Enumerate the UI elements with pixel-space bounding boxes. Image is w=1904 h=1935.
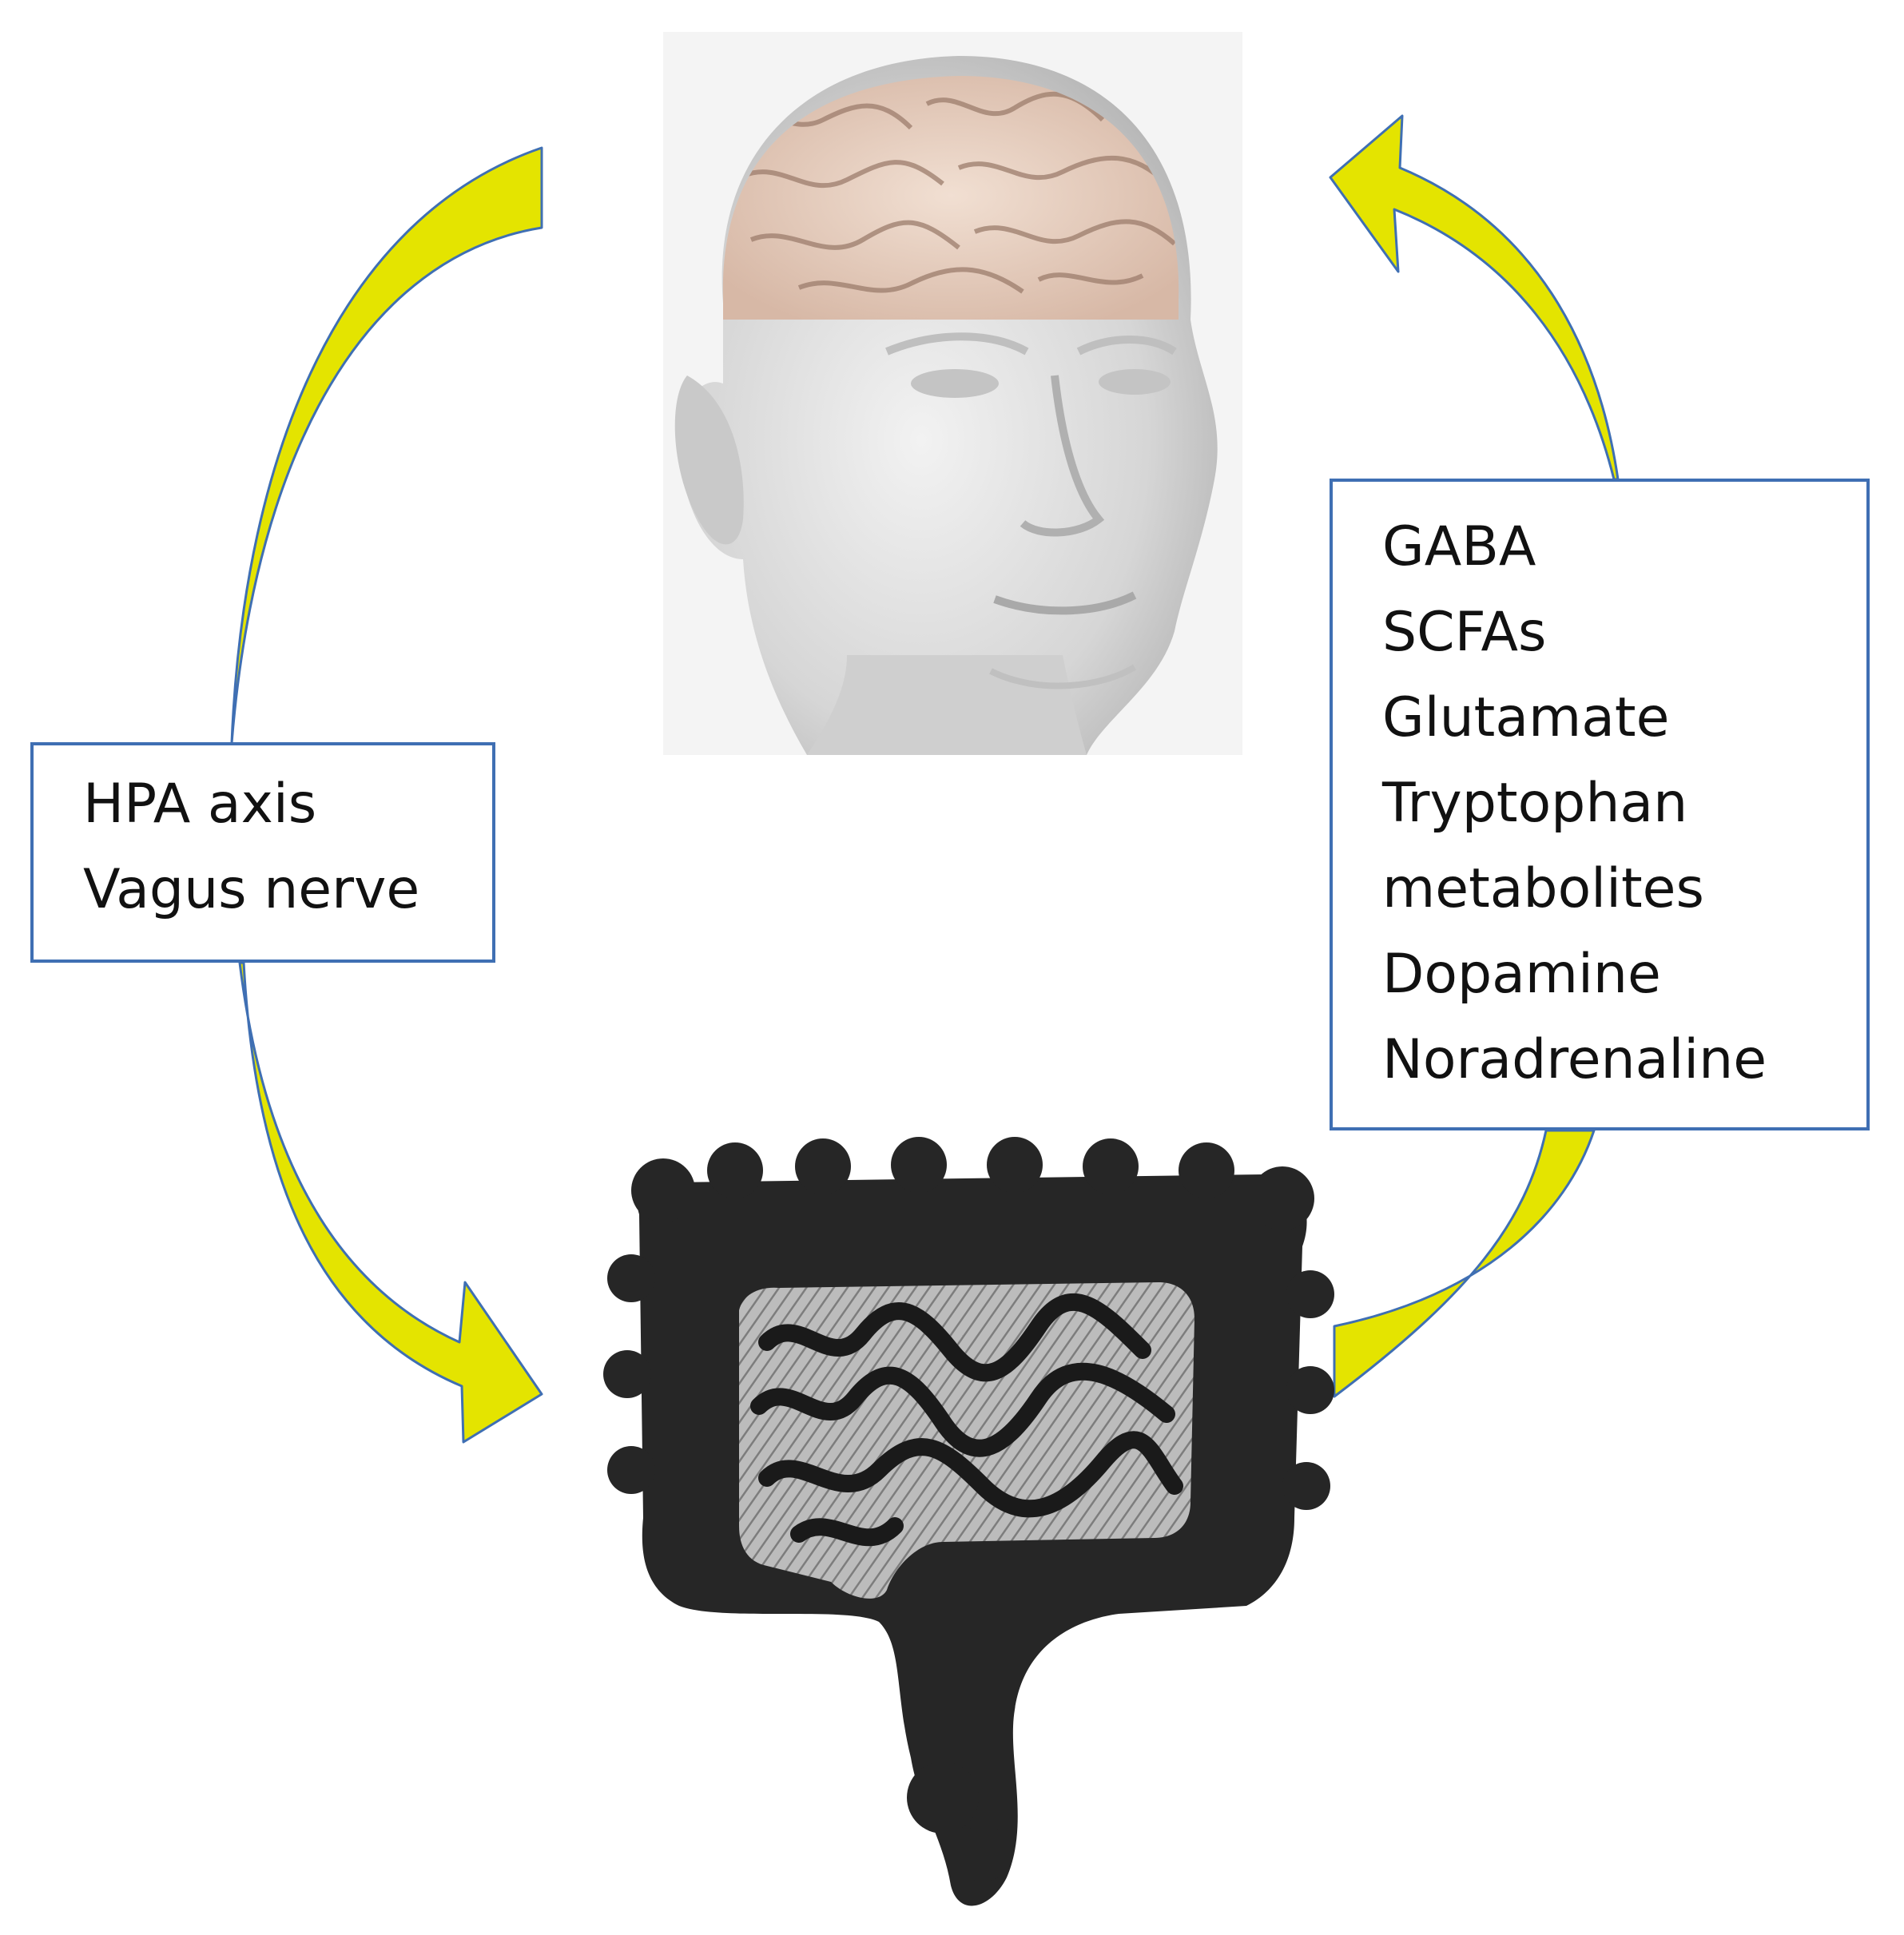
label-line: Glutamate xyxy=(1382,686,1670,749)
arrow-left-upper-segment xyxy=(230,146,543,745)
colon-haustra xyxy=(603,1137,1334,1881)
label-line: Tryptophan xyxy=(1382,772,1688,835)
arrow-left-lower-segment xyxy=(238,961,543,1444)
eye-left xyxy=(911,369,999,398)
eye-right xyxy=(1099,369,1171,395)
label-line: GABA xyxy=(1382,515,1536,578)
label-line: metabolites xyxy=(1382,857,1704,920)
intestines-icon xyxy=(603,1137,1334,1906)
arrow-gut-to-brain xyxy=(1329,114,1620,1398)
nose xyxy=(1020,375,1105,537)
ear xyxy=(674,375,744,545)
arrow-right-upper-segment xyxy=(1329,114,1620,481)
pathway-label-box-left: HPA axis Vagus nerve xyxy=(30,742,495,963)
neck xyxy=(807,655,1087,755)
label-line: Dopamine xyxy=(1382,943,1661,1006)
label-line: HPA axis xyxy=(83,773,317,836)
label-line: SCFAs xyxy=(1382,601,1547,664)
brow xyxy=(885,332,1029,356)
metabolite-label-box-right: GABA SCFAs Glutamate Tryptophan metaboli… xyxy=(1330,479,1870,1130)
mouth xyxy=(993,591,1137,615)
intestine-loops xyxy=(750,1293,1183,1547)
brow-right xyxy=(1076,336,1177,356)
label-line: Vagus nerve xyxy=(83,858,420,921)
label-line: Noradrenaline xyxy=(1382,1028,1767,1091)
chin xyxy=(989,664,1137,689)
human-head-with-brain-icon xyxy=(663,32,1242,755)
brain-folds xyxy=(733,91,1176,294)
arrow-right-lower-segment xyxy=(1333,1129,1596,1398)
